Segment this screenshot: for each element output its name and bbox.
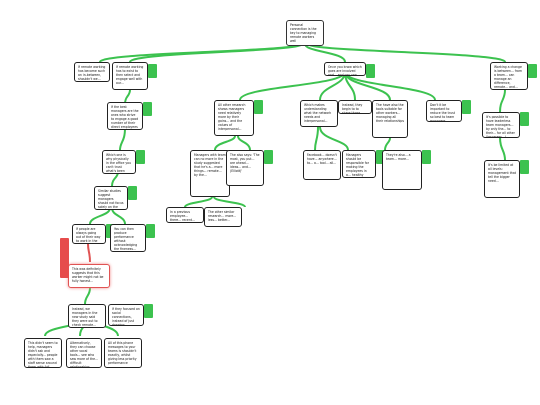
node-20-text: Working a change is between... from a te…: [494, 65, 522, 89]
node-27-tab[interactable]: [422, 150, 431, 164]
node-15[interactable]: All other research shows managers need r…: [214, 100, 254, 136]
node-14[interactable]: Once you know which goes are involved an…: [324, 62, 366, 76]
node-11[interactable]: This didn't seem to help, managers didn'…: [24, 338, 62, 368]
node-29[interactable]: The other similar research... more... le…: [204, 207, 242, 227]
node-27[interactable]: They're also... a team... more...: [382, 150, 422, 190]
node-8-selected[interactable]: This was definitely suggests that this w…: [68, 264, 110, 288]
node-21[interactable]: It's possible to have leaderless team ma…: [482, 112, 520, 138]
edge-n23-n29: [213, 196, 246, 208]
node-24-text: The also says: 'The most, you put... are…: [230, 153, 260, 173]
root-claim-text: Personal connection is the key to managi…: [290, 23, 317, 43]
node-15-text: All other research shows managers need r…: [218, 103, 246, 131]
node-28-text: In a previous employee... there... recen…: [170, 210, 195, 222]
node-8-tab[interactable]: [60, 238, 69, 278]
node-19[interactable]: Don't it be important to reduce the trus…: [426, 100, 462, 122]
node-20-tab[interactable]: [528, 64, 537, 78]
node-24[interactable]: The also says: 'The most, you put... are…: [226, 150, 264, 186]
node-17-text: Instead, they begin to to share those fe…: [342, 103, 363, 114]
node-4[interactable]: Which one is why physically in the offic…: [102, 150, 136, 174]
node-18[interactable]: The have also the tools suitable for oth…: [372, 100, 408, 138]
node-22-tab[interactable]: [520, 160, 529, 174]
node-26-tab[interactable]: [376, 150, 385, 164]
node-21-tab[interactable]: [520, 112, 529, 126]
node-5[interactable]: Similar studies suggest managers should …: [94, 186, 128, 210]
edge-n8-n9: [84, 287, 91, 305]
node-27-text: They're also... a team... more...: [386, 153, 411, 161]
node-11-text: This didn't seem to help, managers didn'…: [28, 341, 58, 368]
node-25-text: Facebook... doesn't have... anywhere... …: [307, 153, 337, 165]
node-19-tab[interactable]: [462, 100, 471, 114]
node-6[interactable]: If people are always going out of their …: [72, 224, 106, 244]
edge-n5-n6: [89, 207, 111, 225]
node-12[interactable]: Alternatively, they can choose other voc…: [66, 338, 102, 368]
node-4-text: Which one is why physically in the offic…: [106, 153, 132, 173]
node-14-tab[interactable]: [366, 64, 375, 78]
node-20[interactable]: Working a change is between... from a te…: [490, 62, 528, 90]
node-7[interactable]: You can then produce performance without…: [110, 224, 146, 252]
node-6-text: If people are always going out of their …: [76, 227, 101, 243]
node-4-tab[interactable]: [136, 150, 145, 164]
node-28[interactable]: In a previous employee... there... recen…: [166, 207, 204, 223]
edge-n16-n25: [314, 126, 319, 151]
node-10[interactable]: If they focused on social connections, i…: [108, 304, 144, 326]
node-8-text: This was definitely suggests that this w…: [72, 267, 104, 283]
node-3[interactable]: If the best managers are the ones who st…: [107, 102, 143, 130]
node-5-tab[interactable]: [128, 186, 137, 200]
edge-n4-n5: [111, 171, 119, 187]
edge-n6-n8: [87, 243, 91, 263]
edge-n14-n19: [344, 71, 436, 101]
node-1[interactable]: If remote working has become such an in-…: [74, 62, 110, 82]
node-7-tab[interactable]: [146, 224, 155, 238]
node-7-text: You can then produce performance without…: [114, 227, 138, 251]
node-5-text: Similar studies suggest managers should …: [98, 189, 124, 209]
node-10-text: If they focused on social connections, i…: [112, 307, 140, 326]
edge-root-n2: [129, 43, 303, 63]
node-29-text: The other similar research... more... le…: [208, 210, 237, 222]
node-2-text: If remote working has to exist to then s…: [116, 65, 144, 85]
node-26[interactable]: Managers should be responsible for makin…: [342, 150, 376, 178]
node-22-text: It's be limited at all levels: managemen…: [488, 163, 516, 183]
node-18-text: The have also the tools suitable for oth…: [376, 103, 404, 123]
edge-n20-n21: [499, 89, 506, 113]
node-2[interactable]: If remote working has to exist to then s…: [112, 62, 148, 90]
node-2-tab[interactable]: [148, 64, 157, 78]
node-16[interactable]: Which makes understanding what the netwo…: [300, 100, 338, 127]
edge-n3-n4: [119, 127, 126, 151]
edge-root-n20: [307, 43, 506, 63]
node-17[interactable]: Instead, they begin to to share those fe…: [338, 100, 372, 114]
node-15-tab[interactable]: [254, 100, 263, 114]
node-19-text: Don't it be important to reduce the trus…: [430, 103, 455, 122]
node-10-tab[interactable]: [144, 304, 153, 318]
edge-n14-n15: [239, 71, 346, 101]
node-25[interactable]: Facebook... doesn't have... anywhere... …: [303, 150, 341, 180]
node-12-text: Alternatively, they can choose other voc…: [70, 341, 99, 368]
edge-n21-n22: [499, 136, 506, 161]
edge-n23-n28: [184, 196, 213, 208]
node-1-text: If remote working has become such an in-…: [78, 65, 106, 81]
node-23[interactable]: Managers with team can no more in the st…: [190, 150, 230, 197]
edge-n16-n26: [319, 126, 349, 151]
node-26-text: Managers should be responsible for makin…: [346, 153, 369, 177]
edge-n15-n23: [214, 135, 236, 151]
node-3-tab[interactable]: [143, 102, 152, 116]
node-9[interactable]: Instead, we managers in the new study sa…: [68, 304, 106, 328]
node-23-text: Managers with team can no more in the st…: [194, 153, 226, 177]
root-claim[interactable]: Personal connection is the key to managi…: [286, 20, 324, 46]
edge-n15-n24: [237, 135, 251, 151]
edge-n5-n7: [111, 207, 126, 225]
edge-n18-n27: [384, 137, 391, 151]
node-21-text: It's possible to have leaderless team ma…: [486, 115, 515, 138]
node-13[interactable]: All of this phone messages to your teams…: [104, 338, 142, 368]
node-9-text: Instead, we managers in the new study sa…: [72, 307, 98, 327]
node-22[interactable]: It's be limited at all levels: managemen…: [484, 160, 520, 198]
node-24-tab[interactable]: [264, 150, 273, 164]
node-16-text: Which makes understanding what the netwo…: [304, 103, 332, 123]
node-13-text: All of this phone messages to your teams…: [108, 341, 137, 365]
node-3-text: If the best managers are the ones who st…: [111, 105, 139, 129]
node-14-text: Once you know which goes are involved an…: [328, 65, 362, 76]
